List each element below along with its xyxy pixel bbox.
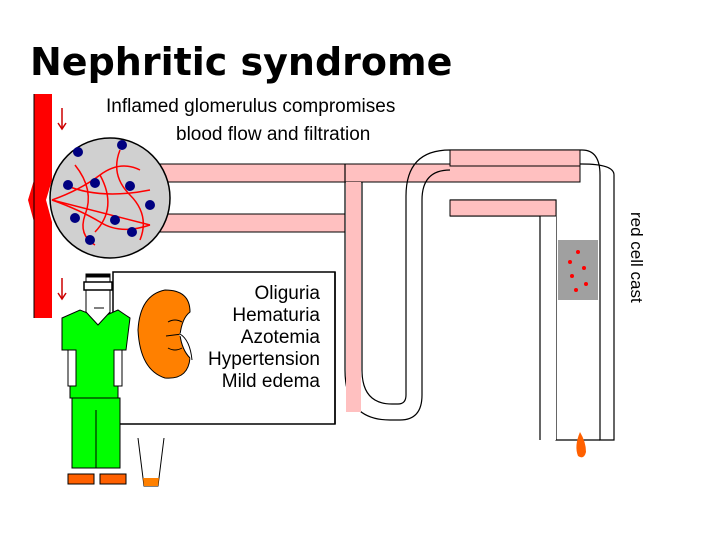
symptom-item: Hypertension xyxy=(208,349,320,370)
down-arrow-icon xyxy=(57,278,67,301)
symptom-list: Oliguria Hematuria Azotemia Hypertension… xyxy=(208,283,320,393)
kidney-icon xyxy=(137,289,194,379)
red-cell-cast-label: red cell cast xyxy=(627,212,646,303)
symptom-item: Oliguria xyxy=(254,283,320,304)
caption-line-2: blood flow and filtration xyxy=(176,124,371,145)
symptom-item: Hematuria xyxy=(232,305,320,326)
urine-cup-icon xyxy=(137,437,165,487)
symptom-item: Mild edema xyxy=(221,371,320,392)
symptom-item: Azotemia xyxy=(240,327,320,348)
glomerulus xyxy=(49,137,171,259)
down-arrow-icon xyxy=(57,108,67,131)
urine-drop-icon xyxy=(576,432,586,458)
caption-line-1: Inflamed glomerulus compromises xyxy=(106,96,396,117)
red-cell-cast xyxy=(558,240,598,300)
page-title: Nephritic syndrome xyxy=(30,40,453,84)
doctor-figure xyxy=(61,273,131,485)
